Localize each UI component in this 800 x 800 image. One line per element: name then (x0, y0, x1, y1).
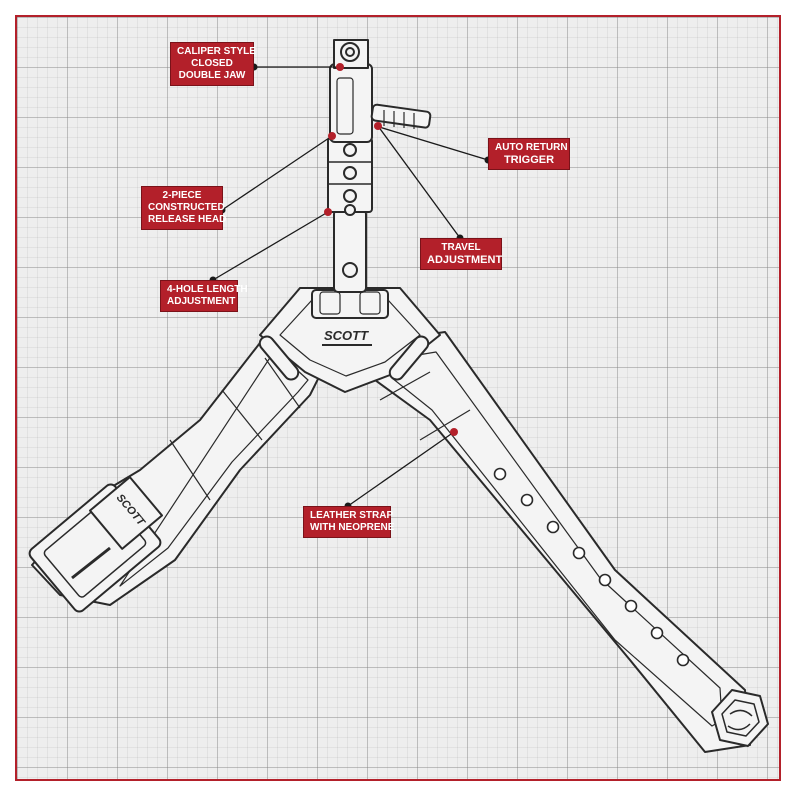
release-stem (327, 137, 373, 293)
callout-auto-return-trigger: AUTO RETURN TRIGGER (488, 138, 570, 170)
callout-line: WITH NEOPRENE (310, 522, 395, 533)
callout-line: ADJUSTMENT (427, 254, 503, 266)
callout-line: RELEASE HEAD (148, 214, 227, 225)
callout-line: 4-HOLE LENGTH (167, 284, 248, 295)
callout-line: TRAVEL (441, 242, 481, 253)
callout-caliper-jaw: CALIPER STYLE CLOSED DOUBLE JAW (170, 42, 256, 86)
callout-line: DOUBLE JAW (178, 70, 246, 81)
strap-end-tab (711, 689, 769, 747)
callout-line: CONSTRUCTED (148, 202, 225, 213)
right-strap (374, 331, 751, 753)
strap-holes (493, 467, 690, 667)
leader-lines (212, 66, 489, 507)
callout-line: AUTO RETURN (495, 142, 568, 153)
callout-line: LEATHER STRAP (310, 510, 394, 521)
callout-travel-adjustment: TRAVEL ADJUSTMENT (420, 238, 502, 270)
callout-line: 2-PIECE (162, 190, 202, 201)
trigger (370, 103, 432, 129)
strap-yoke (258, 287, 441, 393)
callout-line: CLOSED (191, 58, 233, 69)
buckle (28, 476, 163, 613)
callout-release-head: 2-PIECE CONSTRUCTED RELEASE HEAD (141, 186, 227, 230)
release-head-body (329, 39, 373, 143)
callout-length-adjustment: 4-HOLE LENGTH ADJUSTMENT (160, 280, 248, 312)
grid-frame (15, 15, 781, 781)
marker-dots (324, 63, 458, 436)
yoke-logo: SCOTT (324, 328, 369, 343)
callout-line: ADJUSTMENT (167, 296, 236, 307)
callout-line: TRIGGER (503, 154, 555, 166)
callout-line: CALIPER STYLE (177, 46, 256, 57)
callout-leather-strap: LEATHER STRAP WITH NEOPRENE (303, 506, 395, 538)
